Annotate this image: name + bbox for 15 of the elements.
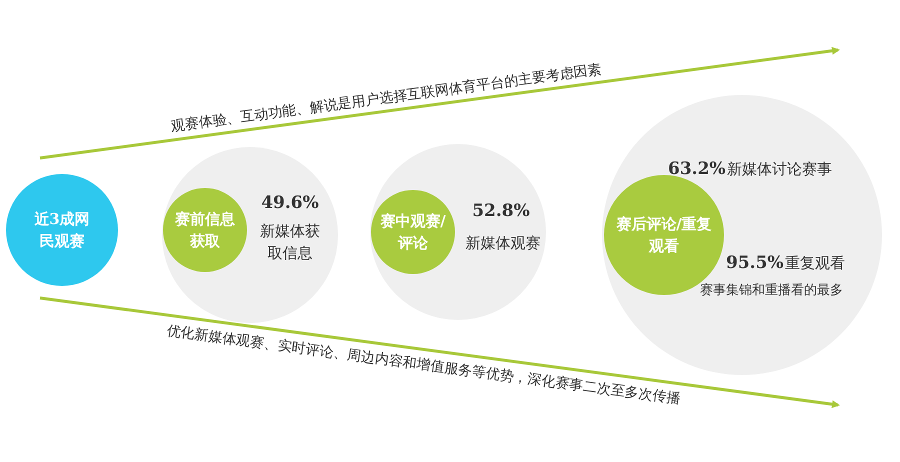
percentage-value: 52.8% (471, 200, 531, 222)
stat-description: 重复观看 (785, 253, 846, 274)
arrow-caption: 优化新媒体观赛、实时评论、周边内容和增值服务等优势，深化赛事二次至多次传播 (166, 322, 682, 408)
percentage-value: 63.2% (668, 158, 727, 180)
stat-description: 赛事集锦和重播看的最多 (700, 282, 844, 300)
stage-label: 赛后评论/重复观看 (615, 214, 713, 257)
stage-label: 赛中观赛/评论 (379, 211, 447, 254)
stat-description: 新媒体讨论赛事 (727, 159, 833, 180)
percentage-value: 49.6% (260, 192, 320, 214)
arrow-caption: 观赛体验、互动功能、解说是用户选择互联网体育平台的主要考虑因素 (170, 60, 603, 136)
stat-description: 新媒体观赛 (464, 233, 542, 254)
percentage-value: 95.5% (726, 252, 785, 274)
stat-description: 新媒体获取信息 (259, 221, 321, 264)
stage-label: 近3成网民观赛 (33, 209, 91, 252)
stage-label: 赛前信息获取 (174, 209, 236, 252)
